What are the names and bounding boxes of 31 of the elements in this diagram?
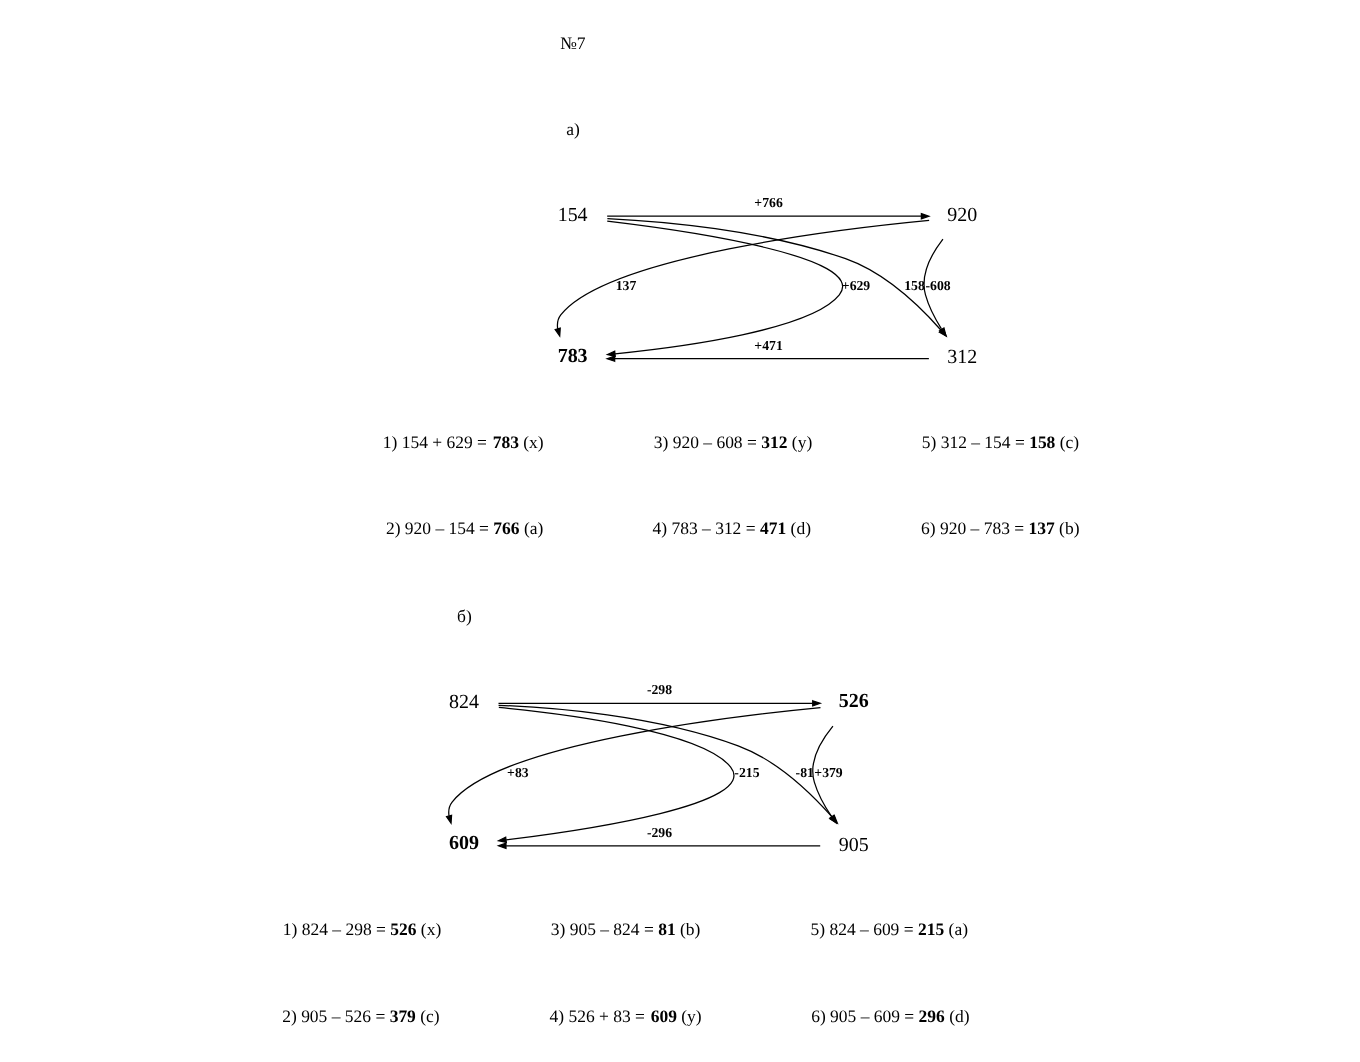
arrow — [553, 219, 929, 338]
label: 3) 920 – 608 = 312 (y) — [652, 432, 812, 453]
node-text: 905 — [837, 834, 868, 857]
node-text: 783 — [556, 346, 587, 369]
arrow — [605, 212, 930, 220]
node-text: 312 — [946, 347, 977, 370]
label: 6) 905 – 609 = 296 (d) — [810, 1005, 969, 1026]
label: 1) 824 – 298 = 526 (x) — [281, 919, 441, 940]
arrow — [495, 706, 734, 844]
node-text: 609 — [447, 833, 478, 856]
node-text: 824 — [447, 692, 478, 715]
label: 2) 905 – 526 = 379 (c) — [281, 1005, 439, 1026]
label: 5) 824 – 609 = 215 (a) — [809, 919, 968, 940]
label: а) — [565, 118, 579, 139]
label: 2) 920 – 154 = 766 (a) — [384, 518, 543, 539]
label: б) — [456, 605, 471, 626]
node-text: 920 — [946, 204, 977, 227]
arrow — [496, 699, 822, 707]
label: 4) 783 – 312 = 471 (d) — [651, 518, 810, 539]
label: 3) 905 – 824 = 81 (b) — [549, 919, 700, 940]
arrow — [444, 706, 821, 825]
arrow — [495, 842, 820, 850]
node-text: 154 — [556, 204, 587, 227]
label: 1) 154 + 629 = 783 (x) — [381, 432, 543, 453]
label: 5) 312 – 154 = 158 (c) — [920, 432, 1079, 453]
node-text: 526 — [837, 690, 868, 713]
label: 6) 920 – 783 = 137 (b) — [920, 518, 1079, 539]
label: 4) 526 + 83 = 609 (y) — [548, 1005, 701, 1026]
arrow — [604, 220, 843, 358]
arrow — [604, 355, 929, 363]
label: №7 — [559, 32, 585, 53]
